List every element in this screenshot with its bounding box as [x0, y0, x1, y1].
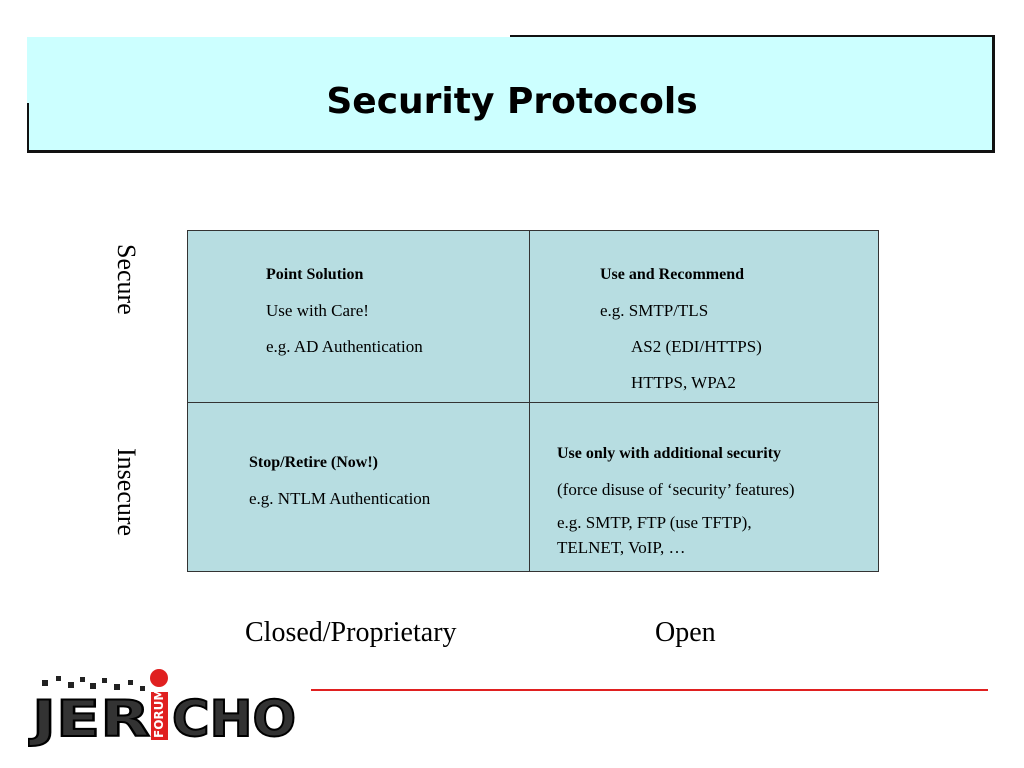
- quadrant-line: e.g. NTLM Authentication: [249, 489, 431, 508]
- quadrant-line: e.g. SMTP, FTP (use TFTP),: [557, 513, 752, 532]
- quadrant-stop-retire: Stop/Retire (Now!) e.g. NTLM Authenticat…: [249, 445, 430, 517]
- page-title: Security Protocols: [326, 81, 698, 122]
- quadrant-line: AS2 (EDI/HTTPS): [631, 337, 762, 356]
- quadrant-point-solution: Point Solution Use with Care! e.g. AD Au…: [266, 257, 423, 365]
- quadrant-line: e.g. AD Authentication: [266, 337, 423, 356]
- quadrant-heading: Use only with additional security: [557, 445, 782, 462]
- quadrant-line: HTTPS, WPA2: [631, 373, 736, 392]
- title-banner: [27, 35, 995, 153]
- quadrant-heading: Use and Recommend: [600, 266, 744, 283]
- quadrant-heading: Stop/Retire (Now!): [249, 454, 379, 471]
- footer-accent-line: [311, 689, 988, 691]
- matrix-divider-horizontal: [188, 402, 878, 403]
- logo-forum-text: FORUM: [152, 689, 166, 738]
- quadrant-line: TELNET, VoIP, …: [557, 538, 686, 557]
- quadrant-heading: Point Solution: [266, 266, 364, 283]
- protocol-matrix: Point Solution Use with Care! e.g. AD Au…: [187, 230, 879, 572]
- axis-label-closed: Closed/Proprietary: [245, 617, 457, 648]
- svg-text:JER: JER: [28, 690, 150, 748]
- axis-label-open: Open: [655, 617, 716, 648]
- axis-label-insecure: Insecure: [112, 448, 141, 537]
- quadrant-line: e.g. SMTP/TLS: [600, 301, 709, 320]
- axis-label-secure: Secure: [112, 244, 141, 315]
- quadrant-additional-security: Use only with additional security (force…: [557, 436, 795, 558]
- quadrant-line: Use with Care!: [266, 301, 369, 320]
- quadrant-line: (force disuse of ‘security’ features): [557, 480, 795, 499]
- jericho-forum-logo: JER FORUM CHO: [28, 669, 297, 748]
- matrix-divider-vertical: [529, 231, 530, 571]
- svg-text:CHO: CHO: [172, 690, 296, 748]
- quadrant-use-and-recommend: Use and Recommend e.g. SMTP/TLS AS2 (EDI…: [600, 257, 762, 401]
